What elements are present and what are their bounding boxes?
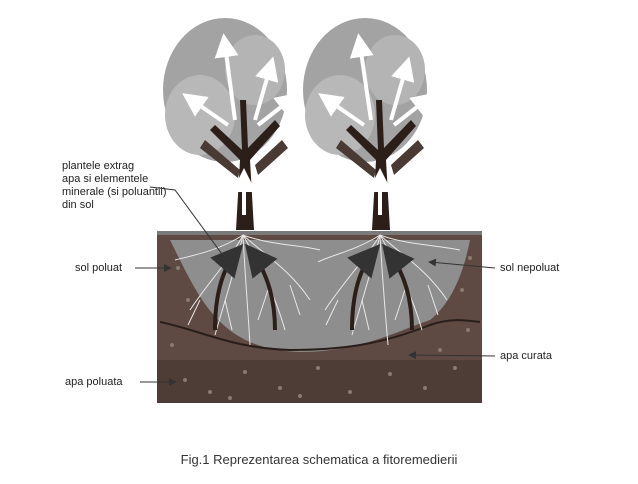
label-clean-water: apa curata — [500, 350, 552, 362]
water-table-line — [159, 319, 481, 352]
label-plants-extract-3: minerale (si poluantii) — [62, 186, 167, 198]
figure-caption: Fig.1 Reprezentarea schematica a fitorem… — [180, 452, 458, 467]
label-plants-extract-2: apa si elementele — [62, 173, 149, 185]
uptake-arrows — [210, 243, 415, 331]
polluted-water-zone — [157, 360, 482, 403]
tree-left — [163, 18, 300, 230]
label-plants-extract-4: din sol — [62, 199, 94, 211]
tree-right — [303, 18, 436, 230]
soil-particles — [170, 256, 472, 400]
label-polluted-soil: sol poluat — [75, 262, 123, 274]
label-polluted-water: apa poluata — [65, 376, 123, 388]
leader-lines — [135, 186, 496, 386]
label-plants-extract-1: plantele extrag — [62, 160, 135, 172]
label-unpolluted-soil: sol nepoluat — [500, 262, 560, 274]
